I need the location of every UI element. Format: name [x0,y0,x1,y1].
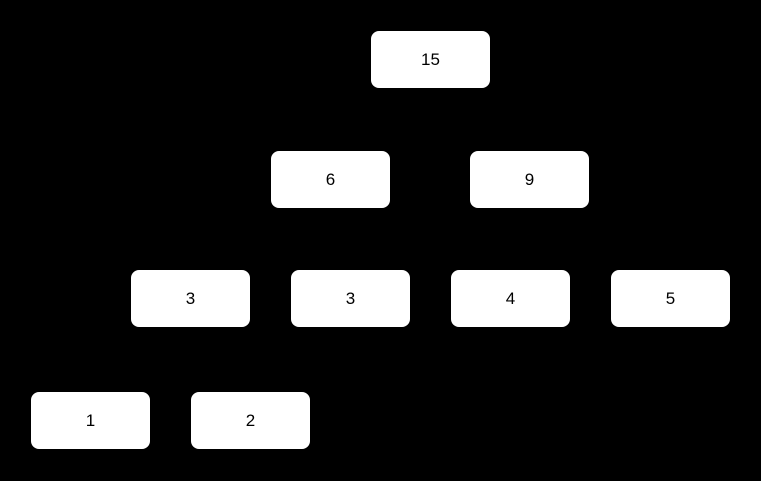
tree-node: 15 [371,31,490,88]
tree-node: 6 [271,151,390,208]
tree-node: 5 [611,270,730,327]
tree-node: 9 [470,151,589,208]
tree-node: 3 [291,270,410,327]
tree-node: 3 [131,270,250,327]
tree-node: 1 [31,392,150,449]
tree-node: 2 [191,392,310,449]
tree-node: 4 [451,270,570,327]
